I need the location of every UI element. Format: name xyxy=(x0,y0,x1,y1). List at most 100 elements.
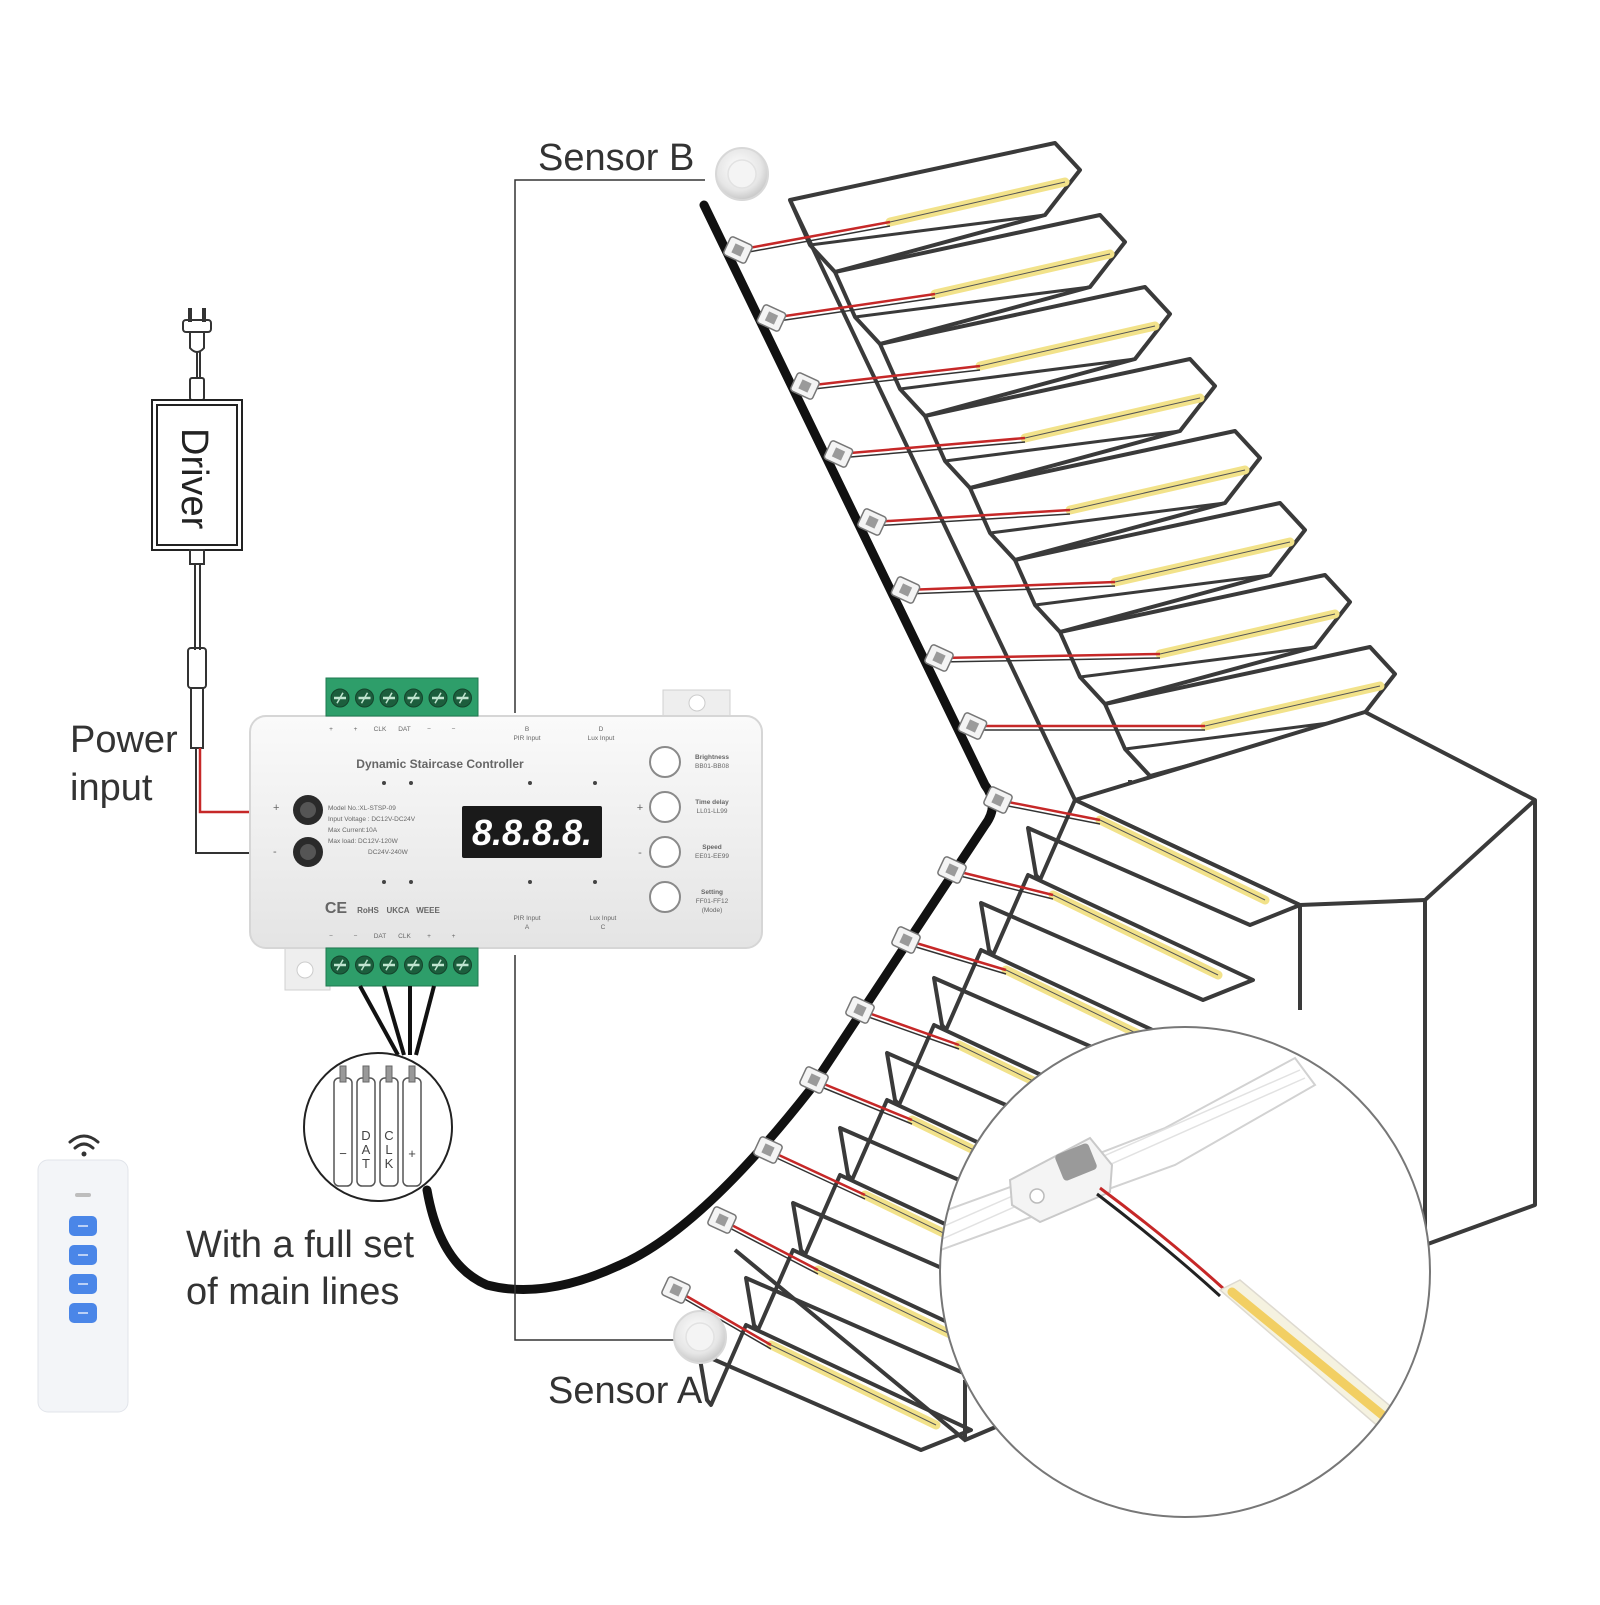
staircase-controller: + + CLK DAT − − − − DAT CLK + + B PIR Input D Lux … xyxy=(249,677,763,991)
power-input-label-2: input xyxy=(70,767,153,809)
pir-input-b: B xyxy=(525,726,529,733)
button-range: BB01-BB08 xyxy=(695,763,729,770)
terminal-label: − xyxy=(427,726,431,733)
lux-input-d: D xyxy=(599,726,604,733)
driver-output-cable xyxy=(187,549,207,749)
terminal-label: + xyxy=(354,726,358,733)
certification-mark: RoHS xyxy=(357,906,379,915)
plug-icon xyxy=(182,308,212,401)
connector-icon xyxy=(707,1206,737,1234)
button-label: Brightness xyxy=(695,754,729,761)
sensor-a-label: Sensor A xyxy=(548,1370,703,1412)
button-range: FF01-FF12 xyxy=(696,898,729,905)
cable-connectors xyxy=(661,236,1013,1304)
button-sign: + xyxy=(637,802,643,814)
connector-icon xyxy=(790,372,820,400)
terminal-label: DAT xyxy=(374,933,387,940)
lux-input-c-label: Lux Input xyxy=(590,915,617,922)
sensor-b-line xyxy=(514,179,705,713)
terminal-label: + xyxy=(427,933,431,940)
pir-input-b-label: PIR Input xyxy=(513,735,540,742)
indicator-dots xyxy=(382,781,597,884)
wire-label: L xyxy=(385,1142,392,1157)
controller-title: Dynamic Staircase Controller xyxy=(356,757,524,771)
certification-mark: WEEE xyxy=(416,906,440,915)
button-label: Time delay xyxy=(695,799,729,806)
connector-icon xyxy=(753,1136,783,1164)
main-lines-label: With a full set xyxy=(186,1224,415,1266)
button-range: EE01-EE99 xyxy=(695,853,729,860)
connector-icon xyxy=(756,304,787,332)
bottom-terminal-labels: − − DAT CLK + + xyxy=(329,933,456,940)
connector-zoom-detail xyxy=(939,1026,1431,1518)
led-display xyxy=(462,806,602,858)
spec-line: Model No.:XL-STSP-09 xyxy=(328,805,396,812)
terminal-label: − xyxy=(354,933,358,940)
terminal-label: CLK xyxy=(398,933,411,940)
sensor-a xyxy=(673,1310,727,1364)
connector-icon xyxy=(723,236,753,264)
connector-icon xyxy=(799,1066,829,1094)
terminal-label: DAT xyxy=(398,726,411,733)
step-led-wires xyxy=(675,220,1205,1350)
power-black-wire xyxy=(195,748,252,854)
button-label: Speed xyxy=(702,844,722,851)
wire-label: K xyxy=(385,1156,394,1171)
power-minus-sign: - xyxy=(273,846,277,858)
certification-mark: UKCA xyxy=(386,906,409,915)
power-red-wire xyxy=(198,748,252,814)
button-range: LL01-LL99 xyxy=(696,808,727,815)
driver-label: Driver xyxy=(173,428,215,530)
connector-icon xyxy=(957,712,988,740)
connector-icon xyxy=(891,926,921,954)
connector-icon xyxy=(661,1276,691,1304)
button-sign: - xyxy=(638,847,642,859)
display-digits: 8.8.8.8. xyxy=(472,812,592,853)
main-line-wires xyxy=(358,985,436,1056)
driver-box: Driver xyxy=(151,399,243,551)
wifi-icon xyxy=(68,1134,100,1157)
terminal-label: − xyxy=(329,933,333,940)
spec-line: Max Current:10A xyxy=(328,827,378,834)
connector-icon xyxy=(845,996,875,1024)
terminal-label: + xyxy=(452,933,456,940)
connector-icon xyxy=(924,644,954,672)
pir-input-a-label: PIR Input xyxy=(513,915,540,922)
wire-label: C xyxy=(384,1128,393,1143)
sensor-b xyxy=(715,147,769,201)
power-plus-sign: + xyxy=(273,802,279,814)
connector-icon xyxy=(983,786,1013,814)
top-terminal-labels: + + CLK DAT − − xyxy=(329,726,456,733)
wire-label: A xyxy=(362,1142,371,1157)
wire-label: D xyxy=(361,1128,370,1143)
spec-line: DC24V-240W xyxy=(368,849,409,856)
wire-label: + xyxy=(408,1146,416,1161)
sensor-a-line xyxy=(514,955,680,1341)
button-label: Setting xyxy=(701,889,723,896)
terminal-label: CLK xyxy=(374,726,387,733)
remote-control xyxy=(37,1134,129,1413)
bottom-terminal-block xyxy=(325,947,479,987)
terminal-label: + xyxy=(329,726,333,733)
connector-icon xyxy=(823,440,854,468)
lux-input-d-label: Lux Input xyxy=(588,735,615,742)
connector-icon xyxy=(937,856,967,884)
terminal-label: − xyxy=(452,726,456,733)
staircase xyxy=(697,141,1537,1452)
remote-buttons xyxy=(69,1216,97,1323)
lux-input-c: C xyxy=(601,924,606,931)
spec-line: Input Voltage : DC12V-DC24V xyxy=(328,816,416,823)
stair-landing xyxy=(1073,710,1537,1247)
connector-icon xyxy=(857,508,887,536)
connector-icon xyxy=(1008,1136,1114,1224)
certification-marks: CE RoHS UKCA WEEE xyxy=(325,900,441,917)
certification-mark: CE xyxy=(325,900,348,917)
